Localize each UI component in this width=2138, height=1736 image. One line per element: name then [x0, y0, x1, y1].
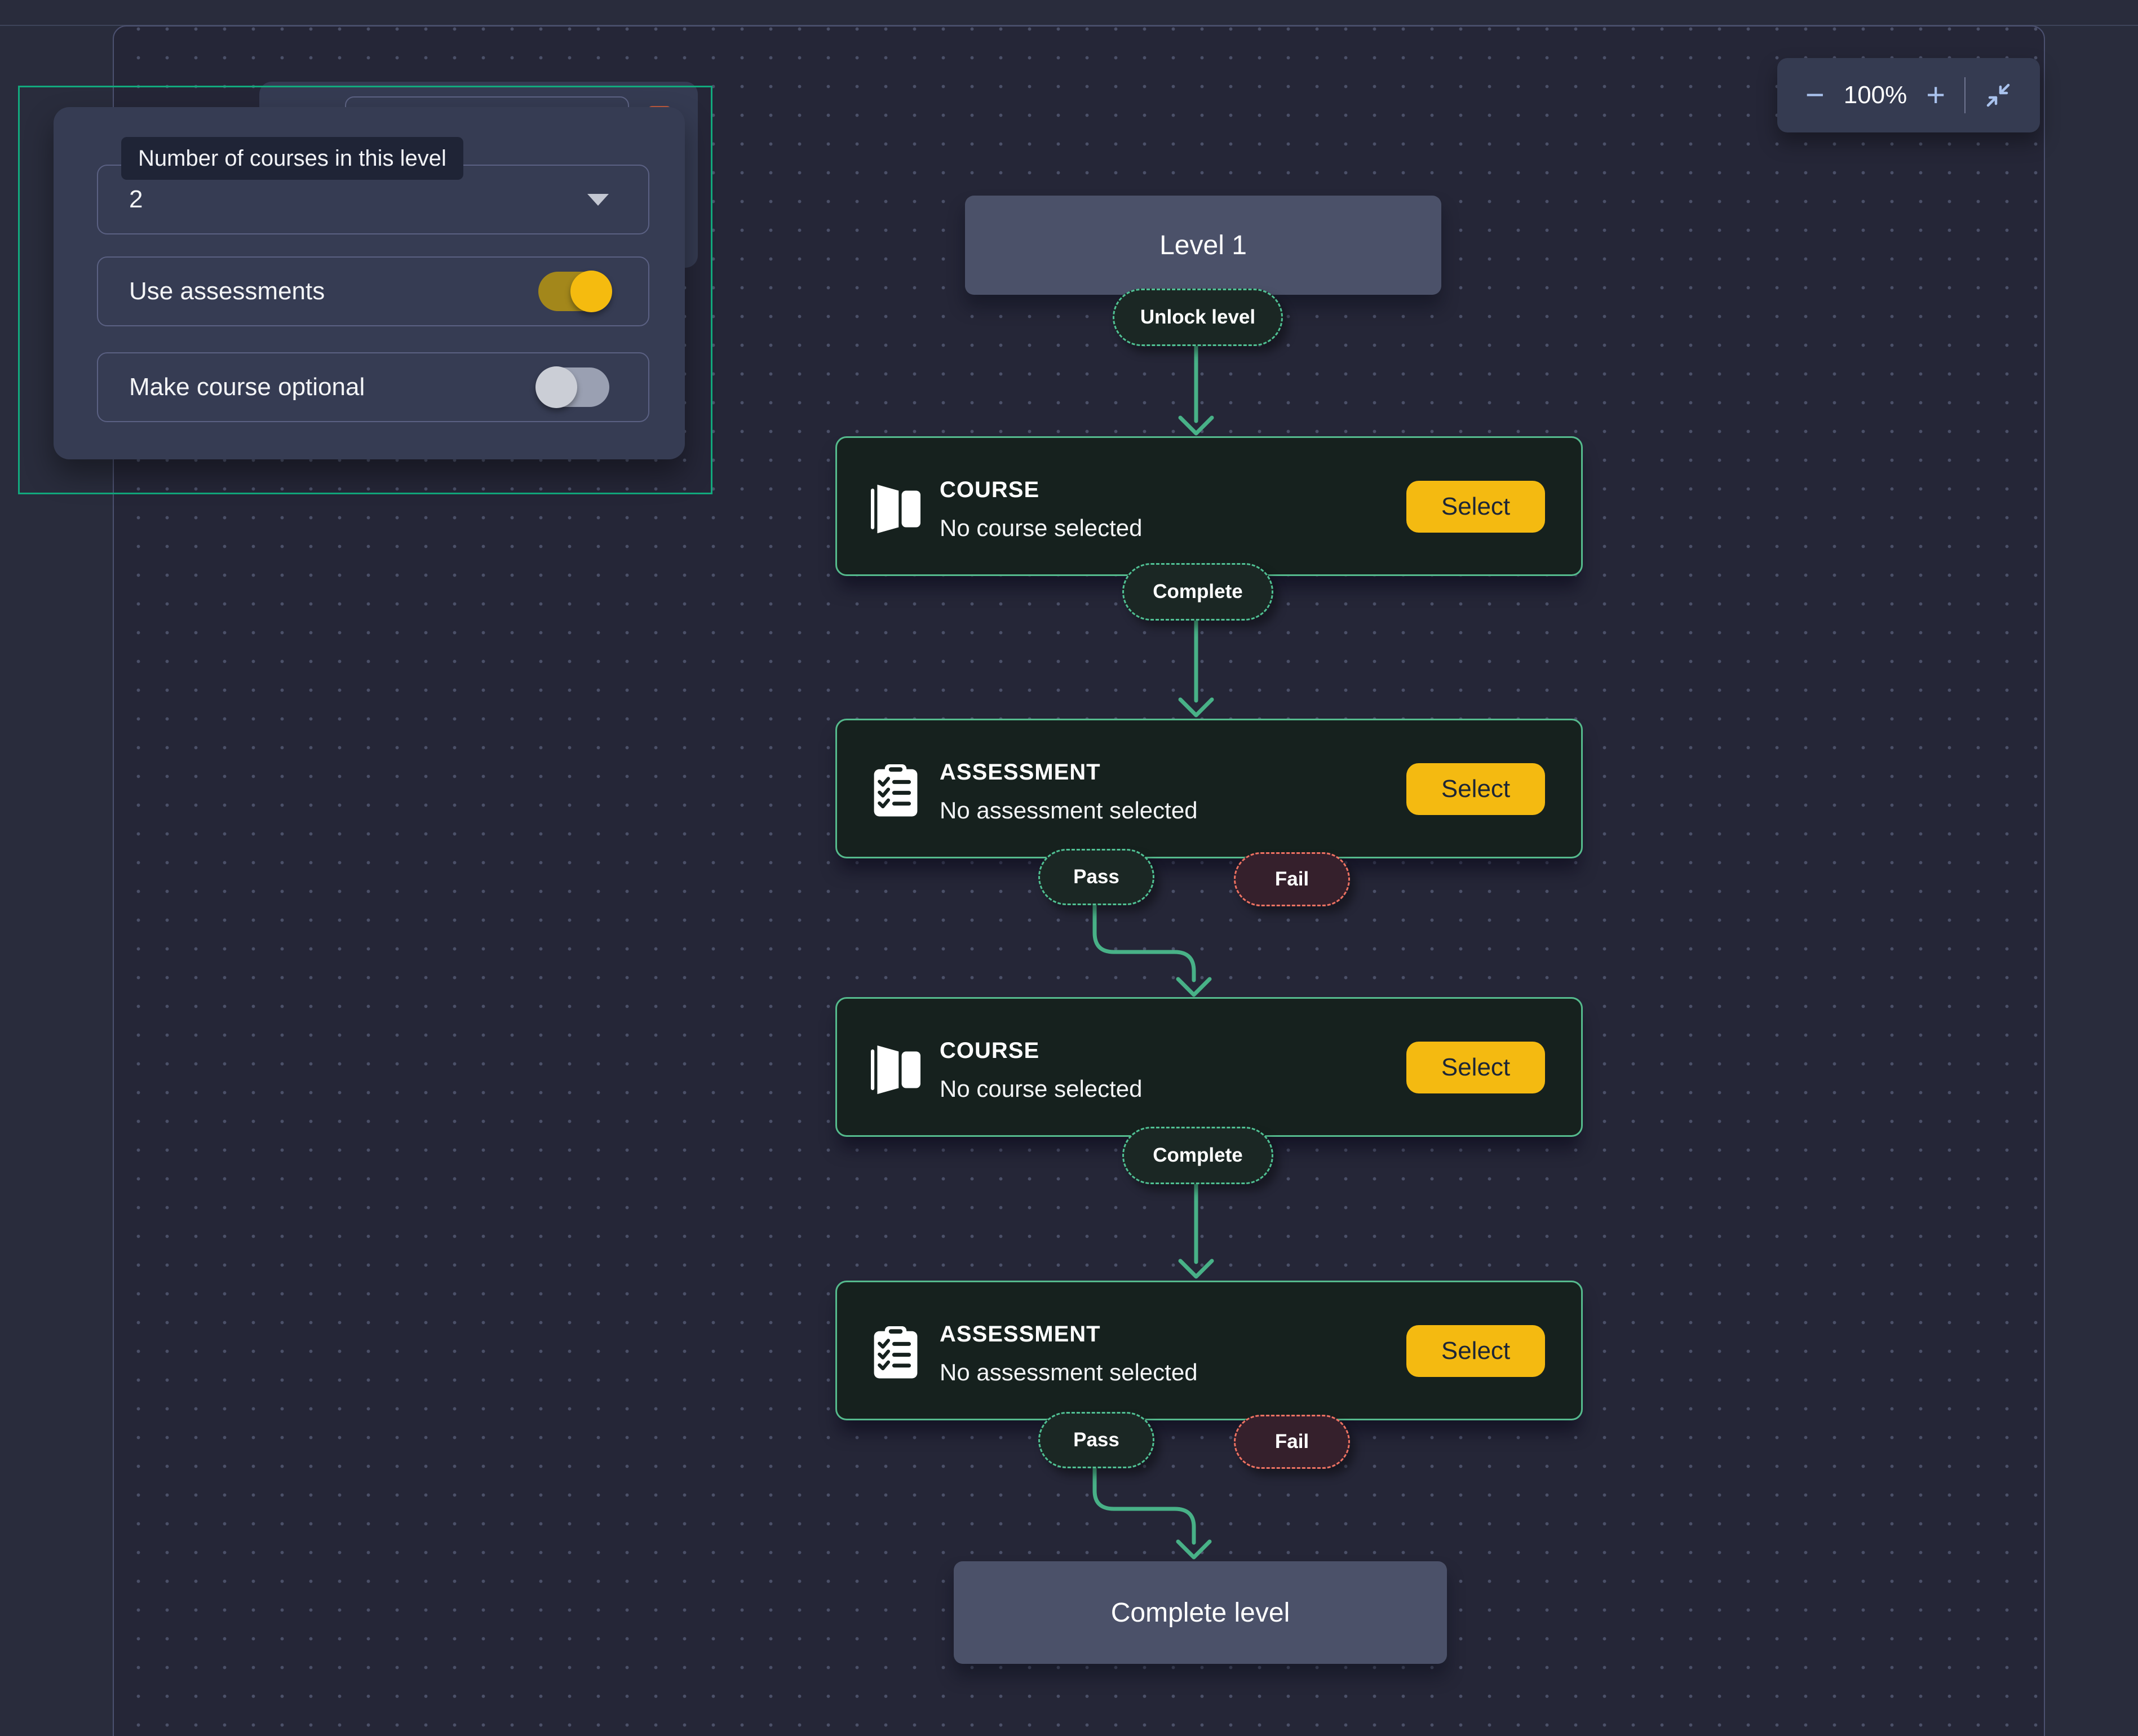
fail-badge[interactable]: Fail [1234, 852, 1350, 906]
select-course-button[interactable]: Select [1406, 481, 1545, 533]
complete-badge[interactable]: Complete [1122, 1127, 1273, 1184]
arrowhead-assessment1 [1178, 697, 1214, 718]
book-icon [871, 1045, 920, 1095]
courses-count-value: 2 [129, 185, 143, 213]
arrowhead-assessment2 [1178, 1259, 1214, 1279]
node-subtitle: No assessment selected [940, 797, 1198, 823]
connector-pass2-to-end [1092, 1462, 1196, 1545]
chevron-down-icon [587, 194, 609, 206]
node-type-label: COURSE [940, 477, 1040, 502]
arrowhead-course2 [1176, 977, 1212, 997]
level-title: Level 1 [1159, 230, 1247, 260]
fail-badge[interactable]: Fail [1234, 1415, 1350, 1469]
complete-level-node[interactable]: Complete level [954, 1561, 1447, 1664]
pass-badge[interactable]: Pass [1038, 849, 1154, 905]
node-subtitle: No assessment selected [940, 1359, 1198, 1385]
node-type-label: COURSE [940, 1038, 1040, 1063]
complete-level-label: Complete level [1110, 1597, 1290, 1628]
node-subtitle: No course selected [940, 1075, 1143, 1102]
clipboard-checklist-icon [874, 764, 918, 817]
zoom-level-value: 100% [1843, 81, 1907, 109]
toolbar-divider [1964, 77, 1966, 113]
course-node-1[interactable]: COURSE No course selected Select [835, 436, 1583, 576]
course-node-2[interactable]: COURSE No course selected Select [835, 997, 1583, 1137]
use-assessments-row: Use assessments [97, 256, 649, 326]
courses-count-label: Number of courses in this level [121, 137, 463, 180]
toggle-thumb [570, 271, 612, 312]
use-assessments-label: Use assessments [129, 277, 325, 305]
make-course-optional-label: Make course optional [129, 373, 365, 401]
flow-canvas[interactable]: Level 1 Unlock level COURSE No course se… [113, 25, 2045, 1736]
level-settings-panel: Number of courses in this level 2 Use as… [54, 107, 685, 459]
connector-pass1-to-course2 [1092, 900, 1196, 982]
node-subtitle: No course selected [940, 515, 1143, 541]
select-course-button[interactable]: Select [1406, 1042, 1545, 1093]
level-header-node[interactable]: Level 1 [965, 196, 1441, 295]
arrowhead-course1 [1178, 415, 1214, 436]
select-assessment-button[interactable]: Select [1406, 1325, 1545, 1377]
zoom-in-button[interactable]: + [1926, 77, 1946, 113]
unlock-level-badge[interactable]: Unlock level [1113, 289, 1283, 346]
make-course-optional-toggle[interactable] [529, 366, 619, 408]
node-type-label: ASSESSMENT [940, 1322, 1101, 1347]
book-icon [871, 484, 920, 534]
use-assessments-toggle[interactable] [529, 271, 619, 312]
complete-badge[interactable]: Complete [1122, 563, 1273, 621]
clipboard-checklist-icon [874, 1326, 918, 1379]
zoom-toolbar: − 100% + [1777, 58, 2040, 132]
select-assessment-button[interactable]: Select [1406, 763, 1545, 815]
assessment-node-1[interactable]: ASSESSMENT No assessment selected Select [835, 719, 1583, 858]
zoom-out-button[interactable]: − [1805, 77, 1825, 113]
selection-rectangle [18, 86, 712, 494]
make-course-optional-row: Make course optional [97, 352, 649, 422]
arrowhead-complete-level [1176, 1539, 1212, 1560]
toggle-thumb [535, 366, 577, 408]
collapse-view-icon[interactable] [1985, 82, 2012, 109]
assessment-node-2[interactable]: ASSESSMENT No assessment selected Select [835, 1281, 1583, 1420]
node-type-label: ASSESSMENT [940, 760, 1101, 785]
pass-badge[interactable]: Pass [1038, 1412, 1154, 1468]
